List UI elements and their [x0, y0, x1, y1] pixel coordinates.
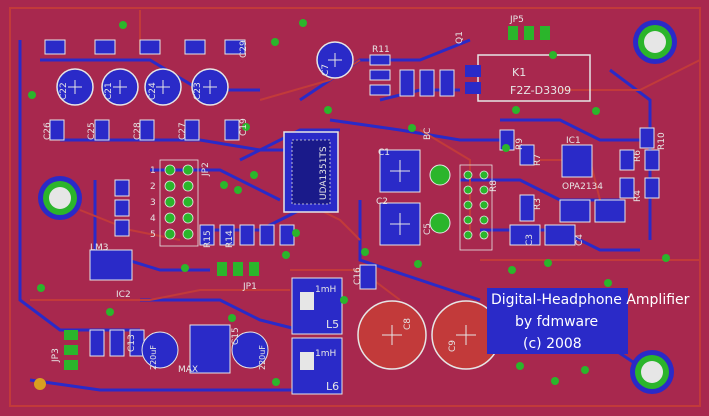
smd-capacitor-c1 — [379, 149, 421, 193]
label-c24: C24 — [148, 82, 158, 100]
electrolytic-capacitor — [191, 68, 229, 106]
electrolytic-capacitor — [144, 68, 182, 106]
header-center — [459, 164, 493, 251]
label-r15: R15 — [203, 230, 213, 248]
vias — [28, 19, 670, 386]
label-c13: C13 — [127, 334, 137, 352]
label-c22: C22 — [59, 82, 69, 100]
label-c26: C26 — [43, 122, 53, 140]
header-jp5 — [508, 26, 550, 40]
electrolytic-capacitor — [357, 300, 427, 370]
label-mh1: 1mH — [315, 285, 336, 295]
electrolytic-capacitor — [316, 41, 354, 79]
inductor-l6 — [291, 337, 343, 395]
label-c15: C15 — [231, 327, 241, 345]
label-c3: C3 — [525, 234, 535, 246]
label-dac: UDA1351TS — [319, 146, 329, 200]
title-line-3: (c) 2008 — [523, 336, 582, 352]
mounting-hole — [38, 176, 82, 220]
label-relay: F2Z-D3309 — [510, 84, 571, 97]
header-jp1 — [217, 262, 259, 276]
header-num-2: 2 — [150, 182, 156, 192]
label-c19: C19 — [239, 118, 249, 136]
label-l5: L5 — [326, 318, 339, 331]
label-jp1: JP1 — [242, 282, 257, 292]
header-num-5: 5 — [150, 230, 156, 240]
label-c28: C28 — [133, 122, 143, 140]
label-jp5: JP5 — [509, 15, 524, 25]
smd-chip — [189, 324, 231, 374]
opamp-chip — [561, 144, 593, 178]
electrolytic-capacitor — [56, 68, 94, 106]
label-c4: C4 — [575, 234, 585, 246]
label-lm: LM3 — [90, 243, 109, 253]
via — [34, 378, 46, 390]
label-r6: R6 — [633, 150, 643, 162]
label-c2: C2 — [376, 197, 388, 207]
label-q1: Q1 — [455, 31, 465, 44]
label-r8: R8 — [489, 180, 499, 192]
label-r4: R4 — [633, 190, 643, 202]
voltage-regulator — [89, 249, 133, 281]
label-k1: K1 — [512, 66, 526, 79]
label-uf1: 220uF — [149, 345, 158, 370]
mounting-hole — [633, 20, 677, 64]
label-c5: C5 — [423, 223, 433, 235]
label-bc: BC — [423, 128, 433, 140]
label-c8: C8 — [403, 318, 413, 330]
silk-labels: JP5 R11 Q1 K1 F2Z-D3309 BC C7 IC1 OPA213… — [43, 15, 667, 393]
header-jp3 — [64, 330, 78, 370]
label-r11: R11 — [372, 45, 390, 55]
label-r3: R3 — [533, 198, 543, 210]
label-ic1: IC1 — [566, 136, 581, 146]
smd-capacitor-c2 — [379, 202, 421, 246]
label-c23: C23 — [193, 82, 203, 100]
electrolytic-capacitor — [141, 331, 179, 369]
trimmer — [429, 164, 451, 234]
label-r10: R10 — [657, 132, 667, 150]
inductor-l5 — [291, 277, 343, 335]
label-c21: C21 — [104, 82, 114, 100]
label-r14: R14 — [225, 230, 235, 248]
header-num-1: 1 — [150, 166, 156, 176]
title-box: Digital-Headphone Amplifier by fdmware (… — [487, 288, 690, 354]
relay — [465, 54, 591, 102]
label-uf2: 220uF — [258, 345, 267, 370]
label-opa: OPA2134 — [562, 182, 603, 192]
label-jp3: JP3 — [51, 348, 61, 363]
label-c27: C27 — [178, 122, 188, 140]
smd-pad-row — [44, 39, 660, 357]
header-jp2 — [159, 159, 199, 247]
label-mosfet: MAX — [178, 365, 198, 375]
label-c25: C25 — [87, 122, 97, 140]
label-ic2: IC2 — [116, 290, 131, 300]
label-mh2: 1mH — [315, 349, 336, 359]
board-outline — [9, 7, 701, 407]
label-jp2: JP2 — [201, 162, 211, 177]
electrolytic-capacitor — [101, 68, 139, 106]
label-c16: C16 — [353, 267, 363, 285]
label-r9: R9 — [515, 138, 525, 150]
title-line-2: by fdmware — [515, 314, 598, 330]
header-num-4: 4 — [150, 214, 156, 224]
electrolytic-capacitor — [231, 331, 269, 369]
label-c9: C9 — [448, 340, 458, 352]
label-r7: R7 — [533, 154, 543, 166]
label-c29: C29 — [239, 40, 249, 58]
mounting-hole — [630, 350, 674, 394]
label-c7: C7 — [321, 64, 331, 76]
label-l6: L6 — [326, 380, 339, 393]
header-num-3: 3 — [150, 198, 156, 208]
dac-chip — [283, 131, 339, 213]
label-c1: C1 — [378, 148, 390, 158]
title-line-1: Digital-Headphone Amplifier — [491, 292, 690, 308]
